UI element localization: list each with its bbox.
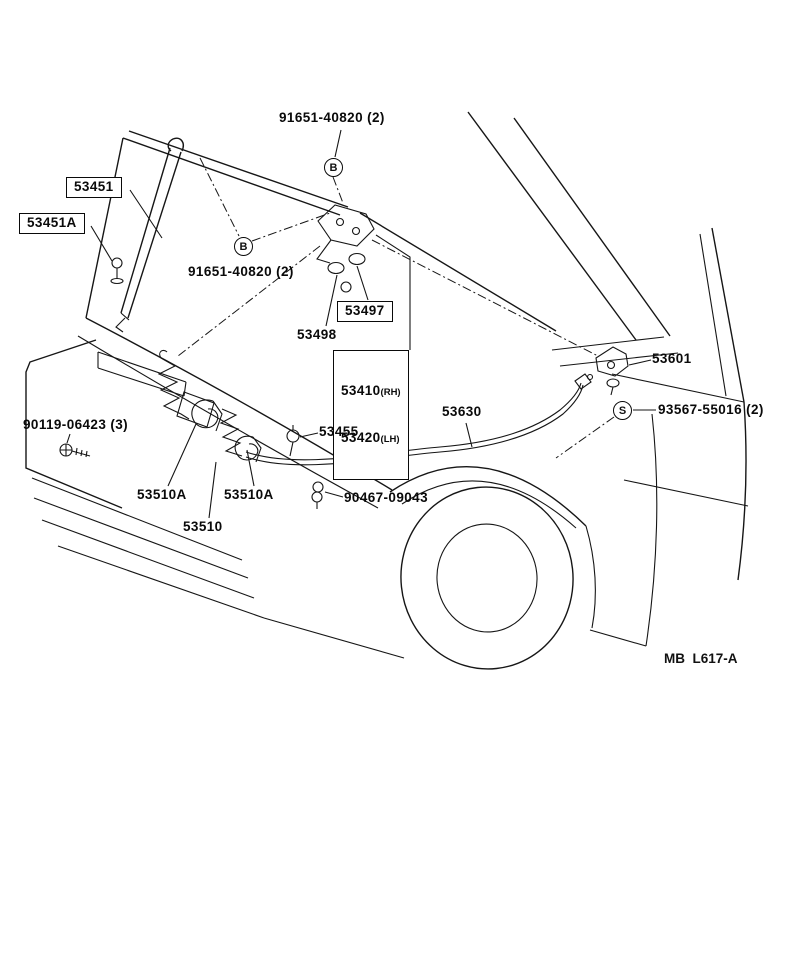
label-53410: 53410 [341, 383, 381, 399]
figure-code: MB L617-A [664, 651, 738, 666]
label-53410-rh: 53410(RH) [341, 383, 401, 399]
label-clamp-90467: 90467-09043 [344, 490, 428, 505]
label-53630: 53630 [442, 404, 482, 419]
release-cable [245, 373, 594, 466]
leader-lines [66, 129, 656, 519]
callout-b-lower-icon: B [234, 237, 253, 256]
label-bolt-90119: 90119-06423 (3) [23, 417, 129, 432]
cowl-bracket [595, 346, 629, 396]
callout-s-text: S [618, 404, 627, 417]
callout-b-upper-icon: B [324, 158, 343, 177]
center-lines [177, 157, 615, 459]
callout-b-upper-text: B [329, 161, 338, 174]
label-bolt-91651-mid: 91651-40820 (2) [188, 264, 294, 279]
label-screw-93567: 93567-55016 (2) [658, 402, 764, 417]
label-53420: 53420 [341, 429, 381, 445]
hood-prop-rod [110, 137, 184, 333]
hood-panel [77, 130, 557, 509]
label-53451: 53451 [66, 177, 122, 198]
hood-lock-parts [59, 349, 324, 509]
label-53510a-right: 53510A [224, 487, 274, 502]
front-bumper [25, 339, 405, 659]
label-53451a: 53451A [19, 213, 85, 234]
callout-s-icon: S [613, 401, 632, 420]
label-rh-suffix: (RH) [380, 387, 401, 399]
hood-hinge-assembly [316, 204, 375, 293]
label-53455: 53455 [319, 424, 359, 439]
label-bolt-91651-top: 91651-40820 (2) [279, 110, 385, 125]
label-53510: 53510 [183, 519, 223, 534]
label-53601: 53601 [652, 351, 692, 366]
label-hinge-group: 53410(RH) 53420(LH) [333, 350, 409, 480]
front-wheel [389, 466, 587, 670]
label-lh-suffix: (LH) [380, 433, 400, 445]
label-53498: 53498 [297, 327, 337, 342]
windshield-and-body-side [467, 111, 749, 647]
label-53510a-left: 53510A [137, 487, 187, 502]
label-53420-lh: 53420(LH) [341, 430, 401, 446]
callout-b-lower-text: B [239, 240, 248, 253]
label-53497: 53497 [337, 301, 393, 322]
